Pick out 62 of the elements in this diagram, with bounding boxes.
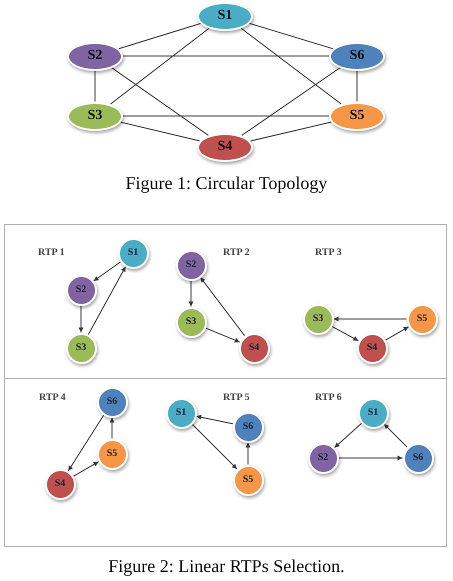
node-circle: S1 [118, 238, 148, 268]
node-circle: S5 [96, 438, 128, 470]
group-heading: RTP 3 [315, 248, 342, 258]
node-circle: S3 [66, 332, 96, 364]
node-circle: S6 [232, 412, 264, 442]
connector-line [250, 122, 332, 142]
connector-line [356, 70, 358, 102]
node-circle: S2 [66, 274, 96, 306]
arrow [334, 422, 362, 448]
node-circle: S3 [176, 306, 206, 338]
arrow [88, 266, 126, 335]
group-heading: RTP 5 [223, 393, 250, 403]
arrow [68, 414, 104, 472]
arrow [110, 417, 114, 439]
arrow [78, 305, 84, 333]
node-circle: S2 [176, 250, 206, 280]
node-circle: S4 [356, 332, 388, 364]
arrow [196, 414, 234, 424]
node-circle: S6 [402, 442, 434, 474]
node-circle: S1 [166, 398, 196, 428]
node-circle: S4 [44, 468, 76, 500]
node-ellipse: S4 [197, 132, 253, 162]
node-ellipse: S1 [197, 2, 253, 30]
connector-line [110, 28, 210, 104]
connector-line [248, 22, 334, 50]
connector-line [120, 122, 200, 142]
arrow [331, 326, 359, 342]
arrow [188, 280, 194, 307]
node-circle: S2 [308, 442, 338, 474]
node-ellipse: S6 [329, 42, 385, 70]
figure-caption: Figure 1: Circular Topology [126, 173, 328, 193]
node-circle: S5 [232, 464, 264, 496]
connector-line [118, 22, 202, 50]
node-circle: S1 [358, 398, 388, 428]
arrow [93, 262, 121, 282]
figure-caption: Figure 2: Linear RTPs Selection. [108, 556, 345, 576]
arrow [192, 424, 238, 470]
node-ellipse: S2 [67, 42, 123, 70]
node-circle: S3 [302, 304, 334, 334]
connector-line [240, 28, 342, 104]
group-heading: RTP 2 [223, 248, 250, 258]
arrow [384, 424, 408, 448]
arrow [338, 456, 403, 460]
node-ellipse: S3 [67, 102, 123, 130]
arrow [200, 276, 246, 336]
connector-line [111, 67, 209, 136]
group-heading: RTP 4 [39, 393, 66, 403]
group-heading: RTP 6 [315, 393, 342, 403]
arrow [72, 461, 100, 477]
node-circle: S5 [406, 304, 438, 334]
arrow [384, 326, 410, 341]
panel-section [4, 379, 447, 547]
node-circle: S4 [238, 332, 270, 364]
node-ellipse: S5 [329, 102, 385, 130]
connector-line [94, 70, 96, 102]
arrow [246, 442, 250, 465]
node-circle: S6 [96, 386, 128, 418]
connector-line [241, 67, 341, 136]
arrow [333, 316, 407, 322]
group-heading: RTP 1 [38, 248, 65, 258]
arrow [204, 327, 240, 343]
panel-section [4, 224, 447, 379]
